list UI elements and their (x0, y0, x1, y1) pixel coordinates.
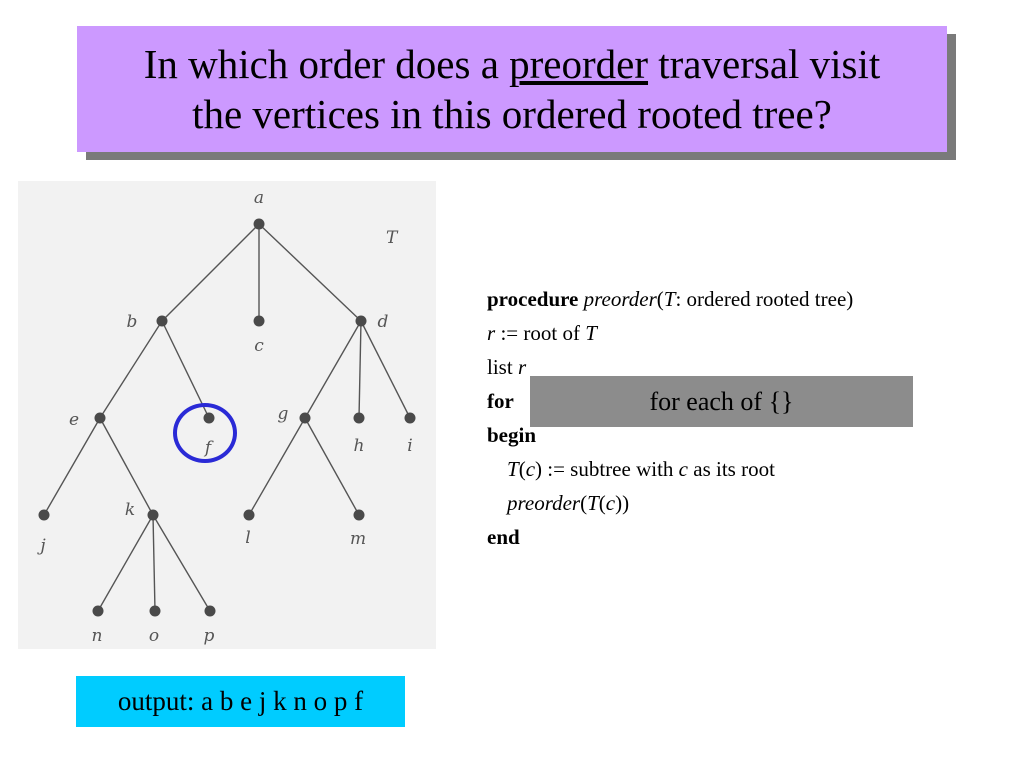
tree-label-m: m (350, 529, 366, 549)
proc-name: preorder (583, 287, 657, 311)
code-line-root: r := root of T (487, 316, 1007, 350)
keyword-begin: begin (487, 423, 537, 447)
var-r: r (487, 321, 496, 345)
call-close: )) (615, 491, 630, 515)
param-T: T (663, 287, 676, 311)
tree-node-g (299, 412, 311, 424)
title-underlined-word: preorder (509, 41, 649, 87)
sub-c2: c (678, 457, 688, 481)
title-line-1: In which order does a preorder traversal… (144, 39, 881, 89)
sub-rest: ) := subtree with (535, 457, 679, 481)
tree-label-b: b (127, 312, 138, 332)
tree-edge-a-b (161, 223, 260, 322)
tree-label-d: d (378, 312, 389, 332)
tree-label-a: a (254, 188, 264, 208)
tree-node-h (353, 412, 365, 424)
tree-label-j: j (36, 536, 46, 556)
tree-edge-d-i (360, 320, 411, 419)
list-word: list (487, 355, 518, 379)
call-T: T (587, 491, 599, 515)
foreach-overlay: for each of {} (530, 376, 913, 427)
tree-edge-g-l (248, 417, 306, 516)
tree-edge-a-d (258, 223, 362, 322)
call-name: preorder (507, 491, 581, 515)
tree-edge-k-o (152, 514, 156, 612)
tree-edge-b-f (161, 320, 210, 419)
tree-node-k (147, 509, 159, 521)
tree-edge-e-k (99, 417, 154, 516)
tree-edges (43, 223, 411, 612)
call-open2: ( (598, 491, 606, 515)
title-line-2: the vertices in this ordered rooted tree… (192, 91, 832, 137)
tree-edge-b-e (99, 320, 163, 419)
tree-node-m (353, 509, 365, 521)
code-line-subtree: T(c) := subtree with c as its root (487, 452, 1007, 486)
tree-node-o (149, 605, 161, 617)
preorder-pseudocode: procedure preorder(T: ordered rooted tre… (487, 282, 1007, 554)
code-line-begin: begin (487, 418, 1007, 452)
code-line-end: end (487, 520, 1007, 554)
highlight-circle-f (173, 403, 237, 463)
tree-label-i: i (407, 436, 412, 456)
tree-label-n: n (92, 626, 103, 646)
tree-node-d (355, 315, 367, 327)
keyword-for: for (487, 389, 514, 413)
tree-label-e: e (69, 410, 79, 430)
sub-tail: as its root (688, 457, 775, 481)
code-line-call: preorder(T(c)) (487, 486, 1007, 520)
code-paren: ( (656, 287, 664, 311)
slide-title: In which order does a preorder traversal… (77, 26, 947, 152)
assign-root: := root of (495, 321, 586, 345)
list-var: r (517, 355, 527, 379)
title-text-before: In which order does a (143, 41, 510, 87)
tree-node-p (204, 605, 216, 617)
code-line-procedure: procedure preorder(T: ordered rooted tre… (487, 282, 1007, 316)
call-open: ( (580, 491, 588, 515)
tree-nodes (38, 218, 416, 617)
tree-node-b (156, 315, 168, 327)
tree-label-o: o (149, 626, 159, 646)
keyword-end: end (487, 525, 520, 549)
param-type: : ordered rooted tree) (675, 287, 854, 311)
keyword-procedure: procedure (487, 287, 579, 311)
tree-edge-e-j (43, 417, 101, 516)
tree-label-g: g (278, 404, 289, 424)
title-text-after: traversal visit (648, 41, 881, 87)
tree-edge-k-n (97, 514, 154, 612)
var-T: T (585, 321, 597, 345)
tree-edge-d-h (358, 320, 362, 419)
tree-node-i (404, 412, 416, 424)
tree-label-l: l (245, 528, 250, 548)
code-line-for: for (487, 384, 1007, 418)
tree-node-n (92, 605, 104, 617)
tree-label-h: h (354, 436, 365, 456)
tree-node-l (243, 509, 255, 521)
tree-edge-d-g (304, 320, 362, 419)
tree-edge-g-m (304, 417, 360, 516)
tree-label-c: c (254, 336, 264, 356)
sub-c: c (525, 457, 536, 481)
tree-node-a (253, 218, 265, 230)
call-c: c (605, 491, 616, 515)
tree-node-j (38, 509, 50, 521)
tree-node-c (253, 315, 265, 327)
output-label: output: a b e j k n o p f (76, 676, 405, 727)
tree-name-label: T (386, 228, 399, 248)
tree-label-k: k (125, 500, 135, 520)
tree-node-e (94, 412, 106, 424)
tree-edge-k-p (152, 514, 211, 612)
tree-label-p: p (204, 626, 215, 646)
code-line-list: list r (487, 350, 1007, 384)
sub-paren: ( (518, 457, 526, 481)
sub-T: T (507, 457, 519, 481)
